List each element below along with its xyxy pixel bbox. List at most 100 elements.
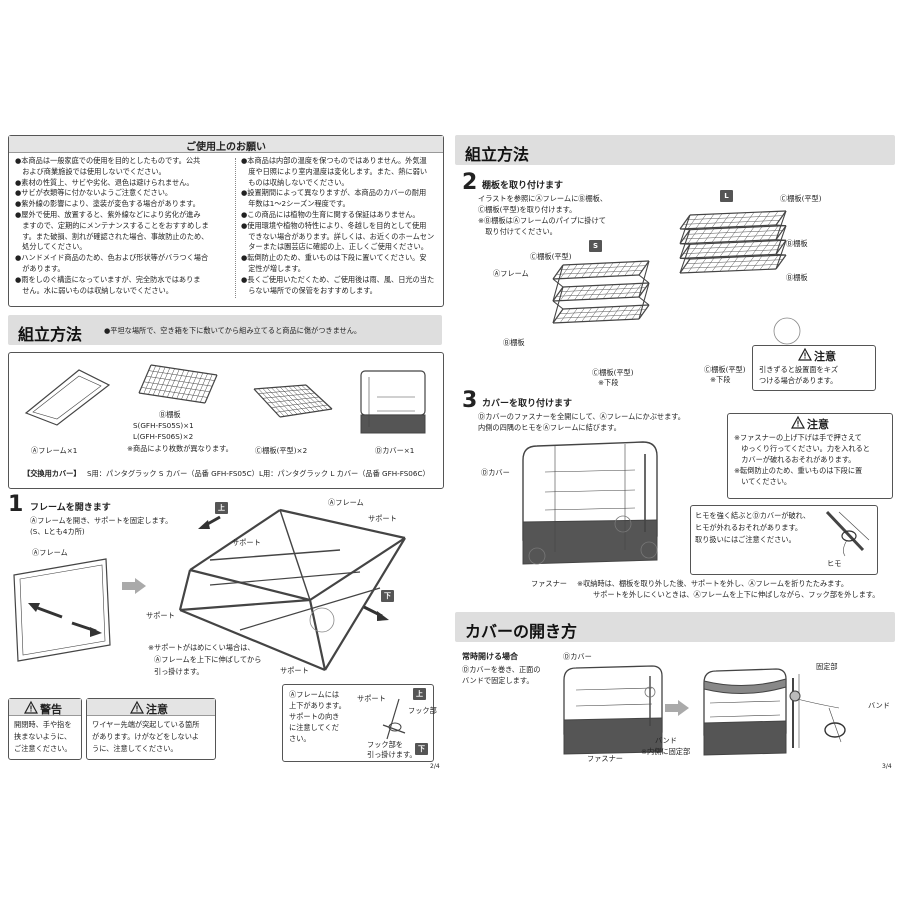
step1-note1: ※サポートがはめにくい場合は、 — [148, 643, 255, 652]
cover-open-sub: 常時開ける場合 — [462, 652, 518, 661]
size-l-tag: L — [720, 190, 733, 202]
assembly-note: ●平坦な場所で、空き箱を下に敷いてから組み立てると商品に傷がつきません。 — [104, 326, 362, 335]
caution-line: できない場合があります。詳しくは、お近くのホームセン — [241, 231, 435, 241]
caution-line: ものは収納しないでください。 — [241, 177, 349, 187]
tie-detail-box: ヒモを強く結ぶとⒹカバーが破れ、 ヒモが外れるおそれがあります。 取り扱いにはご… — [690, 505, 878, 575]
next-arrow-icon — [665, 700, 689, 716]
page-number-right: 3/4 — [882, 763, 892, 770]
step2-title: 棚板を取り付けます — [482, 181, 564, 191]
step1-desc1: Ⓐフレームを開き、サポートを固定します。 — [30, 516, 173, 525]
open-cover-rack-illustration — [703, 668, 787, 756]
detail-hook-label-3: 引っ掛けます。 — [367, 750, 417, 759]
parts-replacement-s: S用：パンタグラック S カバー（品番 GFH-FS05C） — [87, 469, 259, 478]
l-bottom-note: ※下段 — [710, 375, 731, 384]
step3-caution-box: 注意 ※ファスナーの上げ下げは手で押さえて ゆっくり行ってください。力を入れると… — [727, 413, 893, 499]
warning-triangle-icon — [23, 700, 39, 714]
step1-support-label-2: サポート — [232, 538, 261, 547]
step1-frame-label-b: Ⓐフレーム — [328, 498, 364, 507]
assembly-header-left: 組立方法 ●平坦な場所で、空き箱を下に敷いてから組み立てると商品に傷がつきません… — [8, 315, 442, 345]
cover-part-illustration — [360, 370, 426, 434]
caution-line: らない場所での保管をおすすめします。 — [241, 285, 377, 295]
s-shelf-label: Ⓑ棚板 — [503, 338, 525, 347]
caution-line: ワイヤー先端が突起している箇所 — [92, 720, 200, 729]
support-detail-box: Ⓐフレームには 上下があります。 サポートの向き に注意してくだ さい。 サポー… — [282, 684, 437, 762]
warning-box: 警告 開閉時、手や指を 挟まないように、 ご注意ください。 — [8, 698, 82, 760]
down-arrow-icon — [363, 605, 389, 621]
storage-note-2: サポートを外しにくいときは、Ⓐフレームを上下に伸ばしながら、フック部を外します。 — [593, 590, 880, 599]
caution-triangle-icon — [797, 347, 813, 361]
caution-line: 処分してください。 — [15, 242, 87, 252]
down-tag: 下 — [381, 590, 394, 602]
zoom-circle-icon — [773, 317, 801, 345]
next-arrow-icon — [122, 578, 146, 594]
caution-line: ●長くご使用いただくため、ご使用後は雨、風、日光の当た — [241, 274, 435, 284]
detail-text-line: に注意してくだ — [289, 723, 339, 732]
parts-shelf-note: ※商品により枚数が異なります。 — [127, 444, 233, 453]
parts-replacement-l: L用：パンタグラック L カバー（品番 GFH-FS06C） — [259, 469, 430, 478]
size-s-tag: S — [589, 240, 602, 252]
step3-number: 3 — [462, 388, 478, 413]
cover-open-title: カバーの開き方 — [465, 622, 578, 641]
l-shelf1-label: Ⓑ棚板 — [786, 239, 808, 248]
detail-hook-label: フック部 — [408, 706, 437, 715]
caution-line: があります。 — [15, 264, 65, 273]
frame-part-illustration — [24, 369, 111, 426]
cover-open-header: カバーの開き方 — [455, 612, 895, 642]
detail-text-line: Ⓐフレームには — [289, 690, 340, 699]
caution-line: ターまたは園芸店に確認の上、正しくご使用ください。 — [241, 242, 428, 252]
cover-open-band-label: バンド — [655, 736, 677, 745]
usage-caution-box: ご使用上のお願い ●本商品は一般家庭での使用を目的としたものです。公共 および商… — [8, 135, 444, 307]
shelf-part-illustration — [138, 364, 218, 404]
step1-support-label-1: サポート — [368, 514, 397, 523]
step3-caution-line: ※転倒防止のため、重いものは下段に置 — [734, 466, 863, 475]
parts-shelf-l: L(GFH-FS06S)×2 — [133, 432, 194, 441]
warning-line: 挟まないように、 — [14, 732, 72, 741]
step2-caution-line: 引きずると設置面をキズ — [759, 365, 839, 374]
cover-open-zipper-label: ファスナー — [587, 754, 623, 763]
step2-desc4: 取り付けてください。 — [478, 227, 557, 236]
l-shelf2-label: Ⓑ棚板 — [786, 273, 808, 282]
cover-open-cover-label: Ⓓカバー — [563, 652, 592, 661]
caution-line: ●屋外で使用、放置すると、紫外線などにより劣化が進み — [15, 210, 201, 219]
cover-open-desc2: バンドで固定します。 — [462, 676, 534, 685]
caution-line: および商業施設では使用しないでください。 — [15, 166, 166, 176]
page-number-left: 2/4 — [430, 763, 440, 770]
caution-line: ●本商品は内部の温度を保つものではありません。外気温 — [241, 156, 427, 165]
assembly-title-right: 組立方法 — [465, 145, 530, 164]
cover-open-desc1: Ⓓカバーを巻き、正面の — [462, 665, 541, 674]
step1-number: 1 — [8, 492, 24, 517]
cover-open-band-note: ※内側に固定部 — [641, 747, 691, 756]
caution-line: があります。けがなどをしないよ — [92, 732, 199, 741]
s-flat-top-label: Ⓒ棚板(平型) — [530, 252, 572, 261]
caution-line: 年数は1～2シーズン程度です。 — [241, 199, 350, 209]
caution-triangle-icon — [129, 700, 145, 714]
rack-l-illustration — [679, 210, 787, 274]
detail-text-line: サポートの向き — [289, 712, 340, 721]
storage-note-1: ※収納時は、棚板を取り外した後、サポートを外し、Ⓐフレームを折りたたみます。 — [577, 579, 849, 588]
caution-line: ●紫外線の影響により、塗装が変色する場合があります。 — [15, 199, 200, 209]
l-flat-bottom-label: Ⓒ棚板(平型) — [704, 365, 746, 374]
caution-line: す。また破損、割れが確認された場合、事故防止のため、 — [15, 231, 209, 241]
step2-desc3: ※Ⓑ棚板はⒶフレームのパイプに掛けて — [478, 216, 606, 225]
covered-rack-illustration — [522, 441, 658, 565]
step2-desc2: Ⓒ棚板(平型)を取り付けます。 — [478, 205, 577, 214]
tie-line: ヒモが外れるおそれがあります。 — [695, 523, 803, 532]
caution-line: ●素材の性質上、サビや劣化、退色は避けられません。 — [15, 177, 194, 187]
detail-down-tag: 下 — [415, 743, 428, 755]
flat-shelf-part-illustration — [253, 384, 333, 418]
step2-caution-box: 注意 引きずると設置面をキズ つける場合があります。 — [752, 345, 876, 391]
step3-cover-label: Ⓓカバー — [481, 468, 510, 477]
caution-box-left: 注意 ワイヤー先端が突起している箇所 があります。けがなどをしないよ うに、注意… — [86, 698, 216, 760]
s-flat-bottom-label: Ⓒ棚板(平型) — [592, 368, 634, 377]
tie-line: 取り扱いにはご注意ください。 — [695, 535, 796, 544]
step3-caution-line: いてください。 — [734, 477, 792, 486]
tie-detail-illustration — [825, 510, 870, 557]
caution-line: ●設置期間によって異なりますが、本商品のカバーの耐用 — [241, 188, 427, 198]
detail-support-label: サポート — [357, 694, 386, 703]
assembly-header-right: 組立方法 — [455, 135, 895, 165]
usage-caution-title-bar: ご使用上のお願い — [9, 136, 443, 153]
folded-frame-illustration — [13, 558, 111, 662]
caution-line: ますので、定期的にメンテナンスすることをおすすめしま — [15, 220, 209, 230]
usage-caution-divider — [235, 158, 236, 298]
caution-line: うに、注意してください。 — [92, 744, 178, 753]
